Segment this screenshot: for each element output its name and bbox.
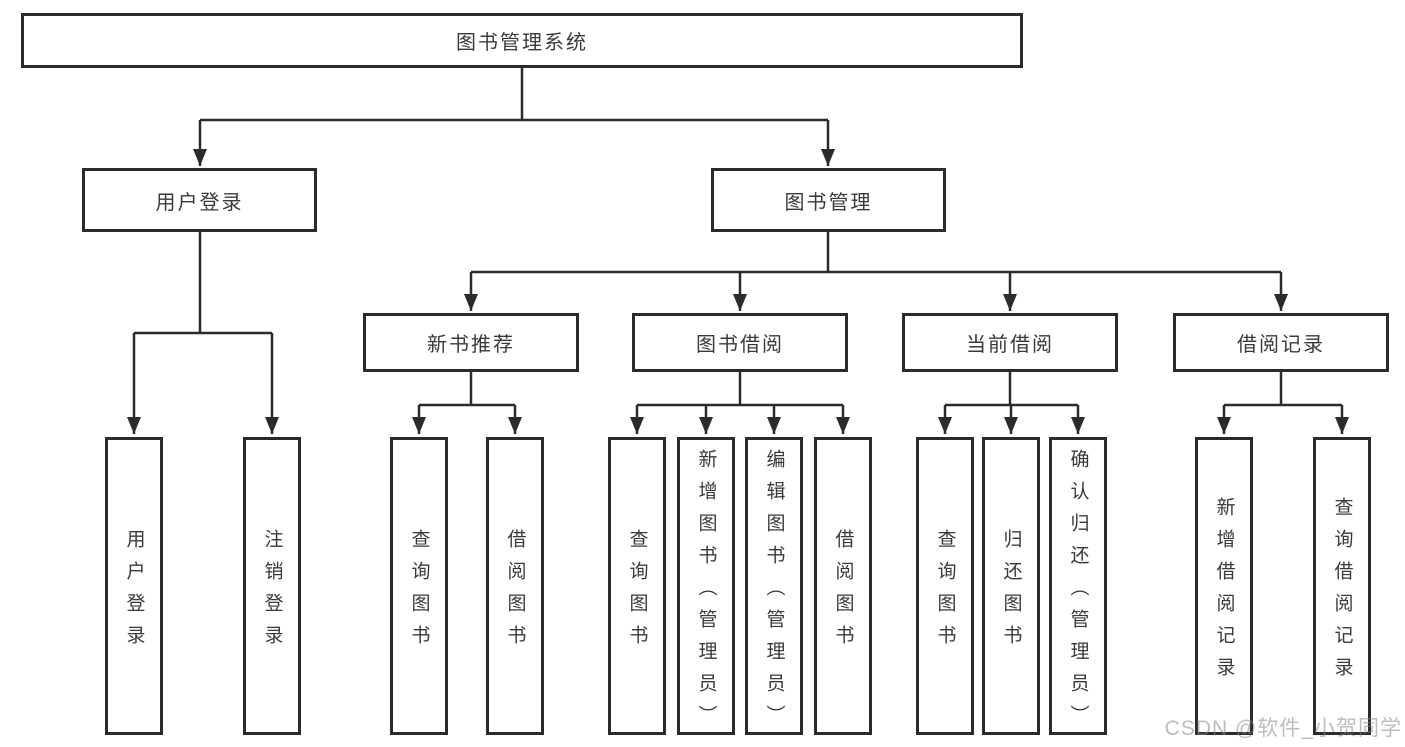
node-current-borrow: 当前借阅 [902, 313, 1118, 372]
leaf-query-books-borrow: 查询图书 [608, 437, 666, 735]
leaf-query-books-borrow-label: 查询图书 [626, 528, 648, 657]
leaf-query-borrow-record-label: 查询借阅记录 [1331, 496, 1353, 689]
leaf-query-books-recommend-label: 查询图书 [408, 528, 430, 657]
node-borrow-records: 借阅记录 [1173, 313, 1389, 372]
node-user-login: 用户登录 [82, 168, 317, 232]
leaf-add-borrow-record-label: 新增借阅记录 [1213, 496, 1235, 689]
leaf-query-borrow-record: 查询借阅记录 [1313, 437, 1371, 735]
node-new-book-recommend: 新书推荐 [363, 313, 579, 372]
leaf-borrow-books: 借阅图书 [814, 437, 872, 735]
csdn-watermark: CSDN @软件_小贺同学 [1164, 717, 1402, 740]
leaf-query-books-current: 查询图书 [916, 437, 974, 735]
leaf-add-borrow-record: 新增借阅记录 [1195, 437, 1253, 735]
leaf-logout-label: 注销登录 [261, 528, 283, 657]
leaf-user-login-label: 用户登录 [123, 528, 145, 657]
leaf-edit-book-admin: 编辑图书（管理员） [745, 437, 803, 737]
leaf-confirm-return-admin-label: 确认归还（管理员） [1067, 448, 1089, 737]
leaf-return-books: 归还图书 [982, 437, 1040, 735]
leaf-user-login: 用户登录 [105, 437, 163, 735]
leaf-query-books-recommend: 查询图书 [390, 437, 448, 735]
leaf-confirm-return-admin: 确认归还（管理员） [1049, 437, 1107, 737]
leaf-return-books-label: 归还图书 [1000, 528, 1022, 657]
leaf-logout: 注销登录 [243, 437, 301, 735]
leaf-borrow-books-recommend: 借阅图书 [486, 437, 544, 735]
node-book-borrow: 图书借阅 [632, 313, 848, 372]
leaf-query-books-current-label: 查询图书 [934, 528, 956, 657]
leaf-borrow-books-recommend-label: 借阅图书 [504, 528, 526, 657]
node-root: 图书管理系统 [21, 13, 1023, 68]
leaf-add-book-admin-label: 新增图书（管理员） [695, 448, 717, 737]
node-book-management: 图书管理 [711, 168, 946, 232]
leaf-borrow-books-label: 借阅图书 [832, 528, 854, 657]
leaf-edit-book-admin-label: 编辑图书（管理员） [763, 448, 785, 737]
leaf-add-book-admin: 新增图书（管理员） [677, 437, 735, 737]
